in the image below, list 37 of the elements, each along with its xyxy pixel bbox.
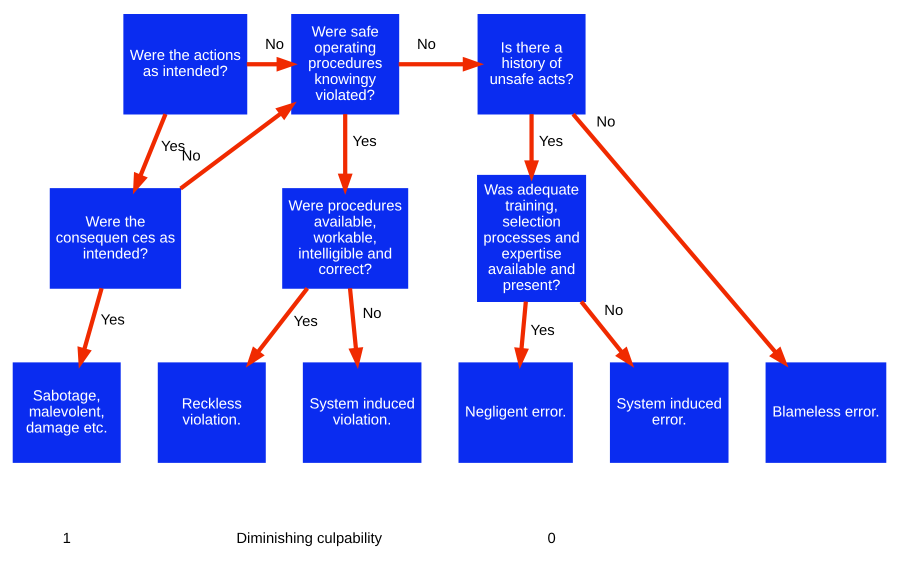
node-box: System induced violation. xyxy=(302,362,421,463)
edge-label: Yes xyxy=(100,312,124,328)
label: 1 xyxy=(62,531,70,548)
edge-label: No xyxy=(416,36,436,53)
node-box: Were safe operating procedures knowingy violated? xyxy=(290,14,399,115)
arrow xyxy=(514,301,528,370)
label: Diminishing culpability xyxy=(236,531,382,548)
node-box: Reckless violation. xyxy=(157,362,266,463)
edge-label: Yes xyxy=(538,134,563,150)
arrow xyxy=(579,300,634,368)
node-box: Blameless error. xyxy=(765,362,886,463)
edge-label: Yes xyxy=(293,314,318,330)
node-box: System induced error. xyxy=(609,362,728,463)
node-box: Is there a history of unsafe acts? xyxy=(477,14,586,115)
edge-label: No xyxy=(264,36,284,53)
arrow xyxy=(246,56,298,72)
node-box: Were the consequen ces as intended? xyxy=(49,188,181,289)
arrow xyxy=(76,288,104,369)
arrow xyxy=(178,102,296,190)
edge-label: Yes xyxy=(352,134,376,150)
edge-label: No xyxy=(362,306,382,322)
node-box: Was adequate training, selection processes and expertise available and present? xyxy=(476,174,586,302)
edge-label: No xyxy=(604,303,623,320)
arrow xyxy=(245,287,308,368)
node-box: Sabotage, malevolent, damage etc. xyxy=(12,362,120,463)
edge-label: No xyxy=(596,114,615,131)
node-box: Were the actions as intended? xyxy=(122,14,247,115)
arrow xyxy=(347,288,363,369)
arrow xyxy=(132,113,167,194)
arrow xyxy=(571,112,788,368)
node-box: Were procedures available, workable, intelligible and correct? xyxy=(282,188,408,289)
edge-label: Yes xyxy=(530,322,554,339)
arrow xyxy=(337,114,352,195)
arrow xyxy=(524,114,538,182)
arrow xyxy=(398,56,484,72)
node-box: Negligent error. xyxy=(458,362,572,463)
label: 0 xyxy=(547,531,556,548)
